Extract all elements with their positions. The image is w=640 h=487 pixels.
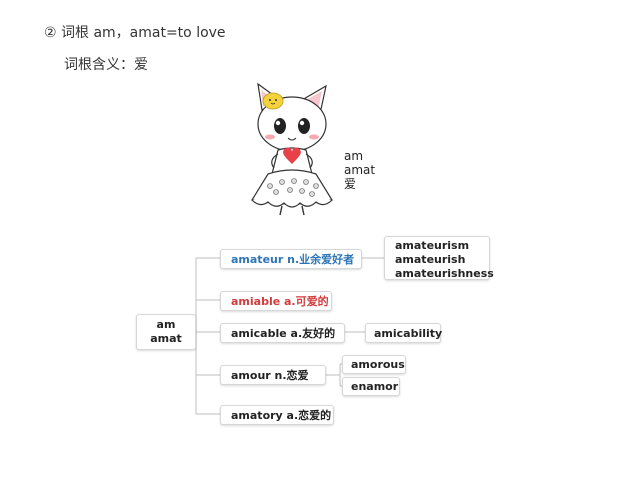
leaf-word: amorous xyxy=(351,358,405,371)
leaf-amorous: amorous xyxy=(342,355,406,374)
branch-label: amatory a.恋爱的 xyxy=(231,409,332,422)
branch-amatory: amatory a.恋爱的 xyxy=(220,405,334,425)
leaf-word: amateurishness xyxy=(395,267,494,280)
branch-amicable: amicable a.友好的 xyxy=(220,323,345,343)
branch-label: amicable a.友好的 xyxy=(231,327,336,340)
leaf-word: amateurism xyxy=(395,239,470,252)
leaf-word: amicability xyxy=(374,327,443,340)
leaf-amateur-derivatives: amateurism amateurish amateurishness xyxy=(384,236,494,280)
branch-label: amour n.恋爱 xyxy=(231,369,309,382)
mindmap-root: am amat xyxy=(136,314,196,350)
leaf-enamor: enamor xyxy=(342,377,400,396)
branch-label: amiable a.可爱的 xyxy=(231,295,329,308)
section-heading: ② 词根 am，amat=to love xyxy=(44,25,226,41)
root-label: amat xyxy=(150,332,182,345)
leaf-amicability: amicability xyxy=(365,323,443,343)
illustration-caption: am amat 爱 xyxy=(344,149,375,191)
leaf-word: enamor xyxy=(351,380,399,393)
caption-line: amat xyxy=(344,163,376,177)
branch-amour: amour n.恋爱 xyxy=(220,365,326,385)
cat-illustration xyxy=(251,82,333,216)
caption-line: am xyxy=(344,149,364,163)
root-label: am xyxy=(156,318,176,331)
caption-line: 爱 xyxy=(344,177,357,191)
branch-label: amateur n.业余爱好者 xyxy=(231,253,355,266)
root-meaning: 词根含义：爱 xyxy=(64,57,148,73)
branch-amateur: amateur n.业余爱好者 xyxy=(220,249,362,269)
branch-amiable: amiable a.可爱的 xyxy=(220,291,332,311)
leaf-word: amateurish xyxy=(395,253,466,266)
